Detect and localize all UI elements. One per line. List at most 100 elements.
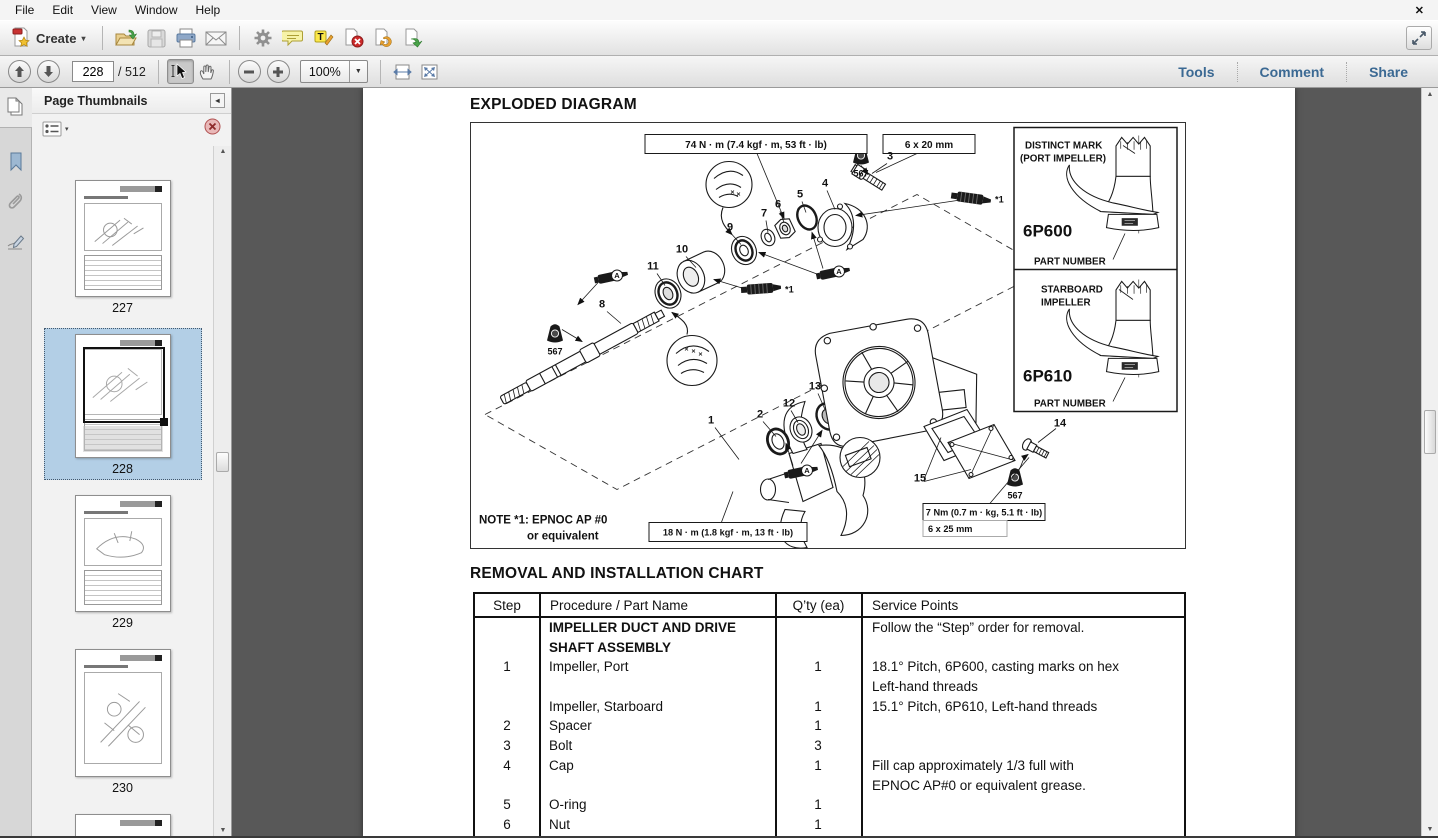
open-file-button[interactable] xyxy=(111,24,141,52)
thumbnail-page-228[interactable]: 228 xyxy=(43,328,202,480)
menu-window[interactable]: Window xyxy=(134,3,178,17)
select-tool-button[interactable] xyxy=(166,59,194,84)
export-page-button[interactable] xyxy=(398,24,428,52)
thumbnail-page-partial[interactable] xyxy=(44,808,202,836)
table-cell: Left-hand threads xyxy=(872,679,978,695)
table-cell: Impeller, Port xyxy=(549,659,629,675)
expand-toolbar-button[interactable] xyxy=(1406,26,1432,50)
table-cell xyxy=(475,638,539,658)
next-page-button[interactable] xyxy=(37,60,60,83)
table-cell: 2 xyxy=(503,718,511,734)
scroll-up-icon[interactable]: ▲ xyxy=(219,148,227,155)
signature-icon[interactable] xyxy=(0,222,32,262)
thumbnail-preview[interactable] xyxy=(74,334,171,458)
bookmarks-icon[interactable] xyxy=(0,142,32,182)
menu-help[interactable]: Help xyxy=(195,3,221,17)
thumbnail-preview[interactable] xyxy=(74,495,171,612)
hand-tool-button[interactable] xyxy=(194,59,221,84)
comment-bubble-button[interactable] xyxy=(278,24,308,52)
svg-text:(PORT IMPELLER): (PORT IMPELLER) xyxy=(1020,154,1106,165)
thumbnail-preview[interactable] xyxy=(74,649,171,777)
scroll-down-icon[interactable]: ▼ xyxy=(219,827,227,834)
callout-number-6: 6 xyxy=(775,199,781,211)
page-thumbnails-icon[interactable] xyxy=(0,88,32,128)
callout-number-12: 12 xyxy=(783,398,795,410)
svg-text:STARBOARD: STARBOARD xyxy=(1041,285,1103,296)
page-number-input[interactable] xyxy=(72,61,114,82)
thumbnail-page-229[interactable]: 229 xyxy=(44,489,202,634)
email-button[interactable] xyxy=(201,24,231,52)
collapse-panel-button[interactable]: ◂ xyxy=(210,93,225,108)
zoom-level-dropdown[interactable]: 100% ▼ xyxy=(299,60,368,83)
table-cell: Spacer xyxy=(549,718,592,734)
table-cell: SHAFT ASSEMBLY xyxy=(549,639,672,655)
close-panel-button[interactable] xyxy=(204,118,221,140)
fit-page-button[interactable] xyxy=(416,59,443,84)
nav-link-tools[interactable]: Tools xyxy=(1178,63,1215,80)
attachments-icon[interactable] xyxy=(0,182,32,222)
replace-page-button[interactable] xyxy=(368,24,398,52)
panel-scrollbar-thumb[interactable] xyxy=(216,452,229,472)
menu-view[interactable]: View xyxy=(91,3,117,17)
settings-gear-button[interactable] xyxy=(248,24,278,52)
scroll-down-icon[interactable]: ▼ xyxy=(1426,826,1434,833)
callout-number-8: 8 xyxy=(599,299,605,311)
toolbar-separator xyxy=(157,59,159,84)
zoom-caret-icon[interactable]: ▼ xyxy=(348,61,367,82)
table-cell xyxy=(475,776,539,796)
svg-text:NOTE *1: EPNOC AP #0: NOTE *1: EPNOC AP #0 xyxy=(479,515,607,527)
table-cell: 3 xyxy=(814,738,822,754)
zoom-in-button[interactable] xyxy=(266,60,290,83)
svg-text:*1: *1 xyxy=(995,195,1004,205)
document-scrollbar[interactable]: ▲ ▼ xyxy=(1421,88,1438,836)
document-scrollbar-thumb[interactable] xyxy=(1424,410,1436,454)
table-cell xyxy=(861,638,1184,658)
fit-width-button[interactable] xyxy=(389,59,416,84)
previous-page-button[interactable] xyxy=(8,60,31,83)
table-cell: EPNOC AP#0 or equivalent grease. xyxy=(872,777,1086,793)
col-header-procedure: Procedure / Part Name xyxy=(539,594,775,616)
menu-items: File Edit View Window Help xyxy=(6,1,229,19)
table-cell xyxy=(475,697,539,717)
svg-text:IMPELLER: IMPELLER xyxy=(1041,298,1091,309)
pdf-page: EXPLODED DIAGRAM xyxy=(363,88,1295,836)
options-caret-icon: ▾ xyxy=(65,126,69,133)
thumbnail-page-227[interactable]: 227 xyxy=(44,174,202,319)
window-close-button[interactable]: ✕ xyxy=(1414,4,1424,17)
scroll-up-icon[interactable]: ▲ xyxy=(1426,91,1434,98)
text-markup-button[interactable]: T xyxy=(308,24,338,52)
print-button[interactable] xyxy=(171,24,201,52)
svg-text:567: 567 xyxy=(853,169,868,179)
nav-link-share[interactable]: Share xyxy=(1346,61,1430,82)
table-cell: 3 xyxy=(503,738,511,754)
toolbar-separator xyxy=(239,26,241,50)
svg-text:6 x 25 mm: 6 x 25 mm xyxy=(928,524,972,534)
menu-file[interactable]: File xyxy=(15,3,35,17)
thumbnail-preview[interactable] xyxy=(74,180,171,297)
table-cell: 18.1° Pitch, 6P600, casting marks on hex xyxy=(872,659,1120,675)
table-cell xyxy=(861,815,1184,835)
thumbnail-preview[interactable] xyxy=(74,814,171,836)
table-cell xyxy=(861,716,1184,736)
create-label: Create xyxy=(36,30,77,46)
table-cell xyxy=(475,618,539,638)
save-button[interactable] xyxy=(141,24,171,52)
toolbar-separator xyxy=(379,59,381,84)
col-header-qty: Q’ty (ea) xyxy=(775,594,861,616)
menu-edit[interactable]: Edit xyxy=(52,3,74,17)
remove-page-button[interactable] xyxy=(338,24,368,52)
thumbnail-label: 228 xyxy=(112,462,133,476)
table-cell: 15.1° Pitch, 6P610, Left-hand threads xyxy=(872,698,1098,714)
document-area: EXPLODED DIAGRAM xyxy=(232,88,1421,836)
thumbnail-page-230[interactable]: 230 xyxy=(44,643,202,799)
main-toolbar: Create ▾ T xyxy=(0,20,1438,56)
table-cell: 1 xyxy=(814,718,822,734)
thumbnail-options-button[interactable]: ▾ xyxy=(42,121,69,137)
table-cell: Nut xyxy=(549,816,571,832)
nav-link-comment[interactable]: Comment xyxy=(1236,61,1347,82)
panel-scrollbar[interactable]: ▲ ▼ xyxy=(213,146,231,836)
create-button[interactable]: Create ▾ xyxy=(6,24,94,53)
zoom-out-button[interactable] xyxy=(237,60,261,83)
table-cell: 5 xyxy=(503,797,511,813)
